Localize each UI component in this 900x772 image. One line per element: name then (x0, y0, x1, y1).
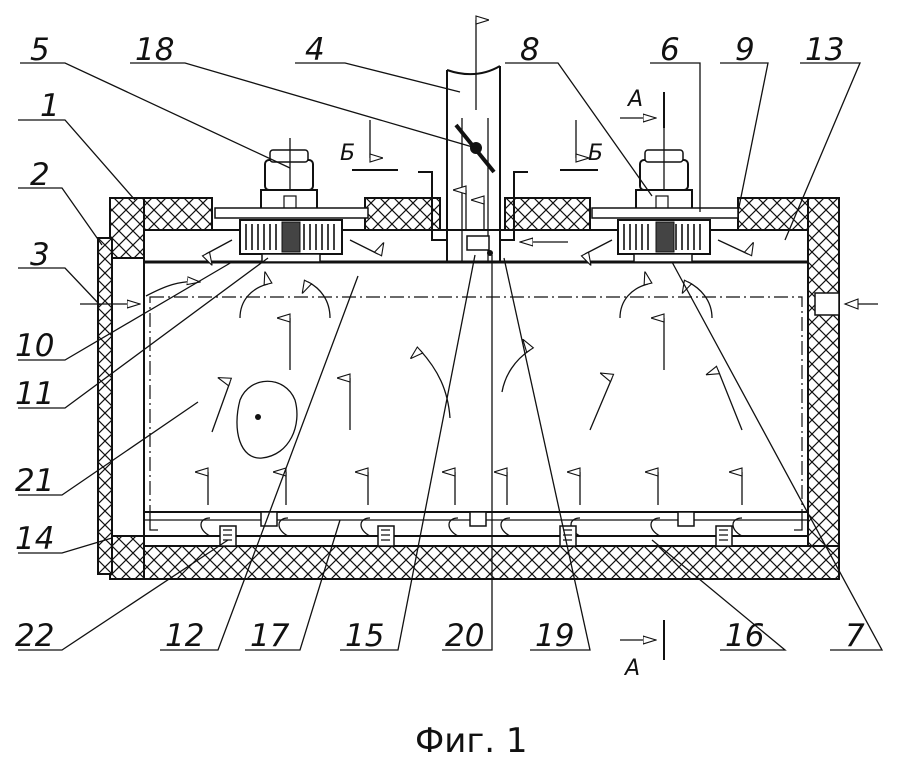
label-5: 5 (30, 32, 50, 68)
chamber-structure (143, 229, 809, 546)
label-3: 3 (30, 237, 50, 273)
label-6: 6 (660, 32, 680, 68)
label-7: 7 (845, 618, 865, 654)
section-a-bottom: А (623, 656, 640, 681)
exhaust-duct (418, 20, 528, 262)
figure-caption: Фиг. 1 (415, 721, 527, 761)
section-marks (352, 92, 665, 660)
label-8: 8 (520, 32, 540, 68)
section-a-top: А (626, 87, 643, 112)
label-13: 13 (805, 32, 844, 68)
product-item (236, 380, 298, 459)
label-18: 18 (135, 32, 174, 68)
door-panel (97, 237, 145, 575)
floor-supports (219, 511, 733, 547)
airflow-arrows (80, 240, 748, 537)
section-b-left: Б (340, 141, 355, 166)
label-20: 20 (445, 618, 484, 654)
label-1: 1 (40, 88, 60, 124)
label-21: 21 (15, 463, 54, 499)
left-fan-unit (214, 138, 369, 263)
label-19: 19 (535, 618, 574, 654)
label-12: 12 (165, 618, 204, 654)
air-inlet-pipe (814, 292, 878, 316)
label-22: 22 (15, 618, 54, 654)
label-10: 10 (15, 328, 54, 364)
label-2: 2 (30, 157, 50, 193)
label-17: 17 (250, 618, 290, 654)
label-4: 4 (305, 32, 325, 68)
label-15: 15 (345, 618, 384, 654)
leader-lines (18, 62, 884, 651)
label-11: 11 (15, 376, 54, 412)
label-16: 16 (725, 618, 764, 654)
right-fan-unit (591, 92, 739, 263)
housing-insulation (109, 197, 840, 580)
section-b-right: Б (588, 141, 603, 166)
label-9: 9 (735, 32, 755, 68)
label-14: 14 (15, 521, 54, 557)
